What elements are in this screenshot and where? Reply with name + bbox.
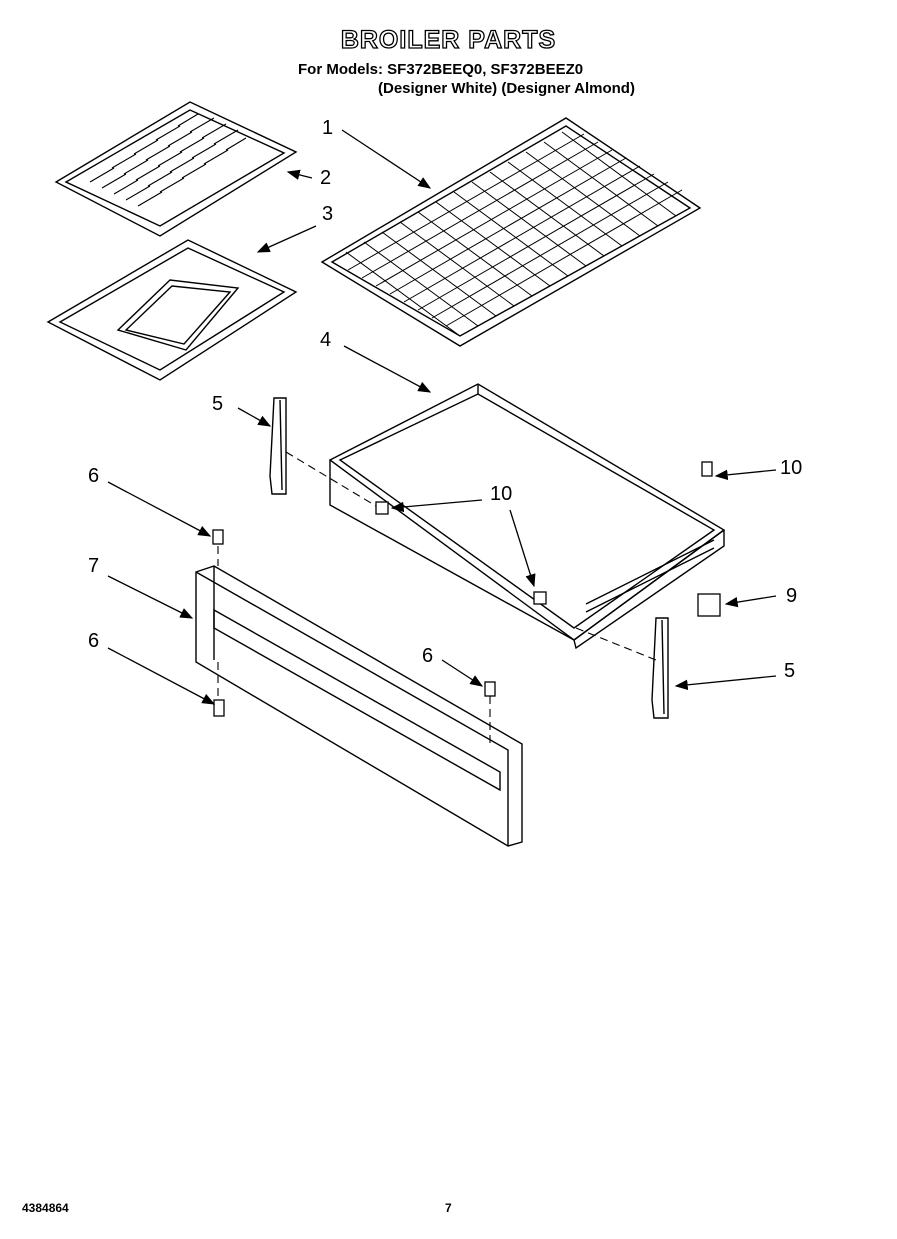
screw-icons <box>212 461 721 717</box>
drawer-part <box>328 383 726 650</box>
callout-7: 7 <box>88 555 99 577</box>
callout-6-top-left: 6 <box>88 465 99 487</box>
leader-arrows <box>107 129 777 705</box>
callout-10-right: 10 <box>780 457 802 479</box>
broiler-pan-part <box>46 239 298 381</box>
assembly-lines <box>217 451 657 744</box>
document-number: 4384864 <box>22 1201 69 1215</box>
callout-4: 4 <box>320 329 331 351</box>
drawer-glide-right-part <box>651 617 669 719</box>
callout-9: 9 <box>786 585 797 607</box>
callout-6-top-right: 6 <box>422 645 433 667</box>
broiler-grid-part <box>320 117 702 347</box>
broiler-pan-grid-part <box>54 101 298 237</box>
callout-3: 3 <box>322 203 333 225</box>
drawer-glide-left-part <box>269 397 287 495</box>
callout-2: 2 <box>320 167 331 189</box>
callout-6-bottom-left: 6 <box>88 630 99 652</box>
callout-1: 1 <box>322 117 333 139</box>
callout-5-right: 5 <box>784 660 795 682</box>
callout-5-left: 5 <box>212 393 223 415</box>
drawer-front-panel-part <box>195 565 523 847</box>
callout-10-inner: 10 <box>490 483 512 505</box>
page-title: BROILER PARTS <box>340 25 557 54</box>
models-line: For Models: SF372BEEQ0, SF372BEEZ0 <box>298 61 584 78</box>
variants-line: (Designer White) (Designer Almond) <box>378 80 635 97</box>
page-number: 7 <box>445 1201 452 1215</box>
